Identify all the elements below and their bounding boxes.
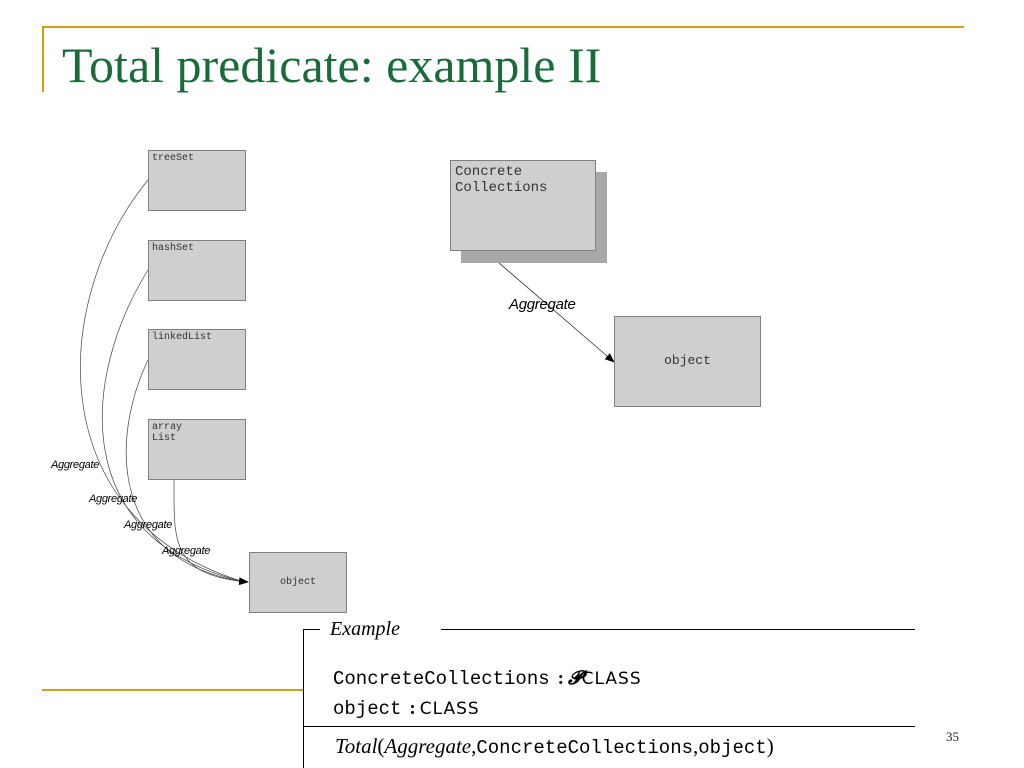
declaration-name: object — [333, 698, 402, 720]
edge-label-arraylist: Aggregate — [162, 545, 211, 557]
predicate-close-paren: ) — [766, 734, 774, 758]
predicate-function: Total — [335, 734, 378, 758]
schema-name: Example — [330, 618, 400, 640]
bottom-accent-line — [42, 689, 304, 691]
declaration-concrete-collections: ConcreteCollections:𝓟CLASS — [333, 667, 642, 690]
schema-divider — [303, 726, 915, 727]
declaration-type: CLASS — [419, 699, 480, 719]
declaration-type: CLASS — [581, 669, 642, 689]
arraylist-box[interactable]: array List — [148, 419, 246, 480]
predicate-comma: , — [693, 734, 699, 758]
title-accent-bar — [42, 28, 44, 92]
schema-predicate: Total(Aggregate,ConcreteCollections,obje… — [335, 734, 774, 759]
edge-arraylist-object — [173, 479, 249, 586]
schema-left-border — [303, 629, 304, 768]
predicate-arg2: object — [698, 737, 767, 759]
treeset-box[interactable]: treeSet — [148, 150, 246, 211]
predicate-comma: , — [471, 734, 477, 758]
declaration-colon: : — [409, 698, 416, 719]
powerset-symbol: 𝓟 — [567, 667, 582, 689]
example-schema: Example ConcreteCollections:𝓟CLASS objec… — [303, 618, 915, 768]
edge-label-hashset: Aggregate — [89, 493, 138, 505]
slide-title: Total predicate: example II — [62, 37, 602, 93]
object-box-right-label: object — [664, 353, 711, 369]
page-number: 35 — [946, 729, 959, 744]
object-box-left[interactable]: object — [249, 552, 347, 613]
predicate-relation: Aggregate — [384, 734, 472, 758]
edge-label-linkedlist: Aggregate — [124, 519, 173, 531]
linkedlist-box[interactable]: linkedList — [148, 329, 246, 390]
object-box-left-label: object — [279, 577, 316, 588]
declaration-colon: : — [557, 668, 564, 689]
edge-label-treeset: Aggregate — [51, 459, 100, 471]
schema-top-border-left — [303, 629, 320, 630]
top-accent-line — [42, 26, 964, 28]
schema-top-border-right — [441, 629, 915, 630]
concrete-collections-box[interactable]: Concrete Collections — [450, 160, 596, 251]
predicate-open-paren: ( — [377, 734, 385, 758]
hashset-box[interactable]: hashSet — [148, 240, 246, 301]
declaration-name: ConcreteCollections — [333, 668, 550, 690]
declaration-object: object:CLASS — [333, 698, 480, 720]
object-box-right[interactable]: object — [614, 316, 761, 407]
edge-label-aggregate-right: Aggregate — [509, 296, 576, 313]
predicate-arg1: ConcreteCollections — [476, 737, 694, 759]
